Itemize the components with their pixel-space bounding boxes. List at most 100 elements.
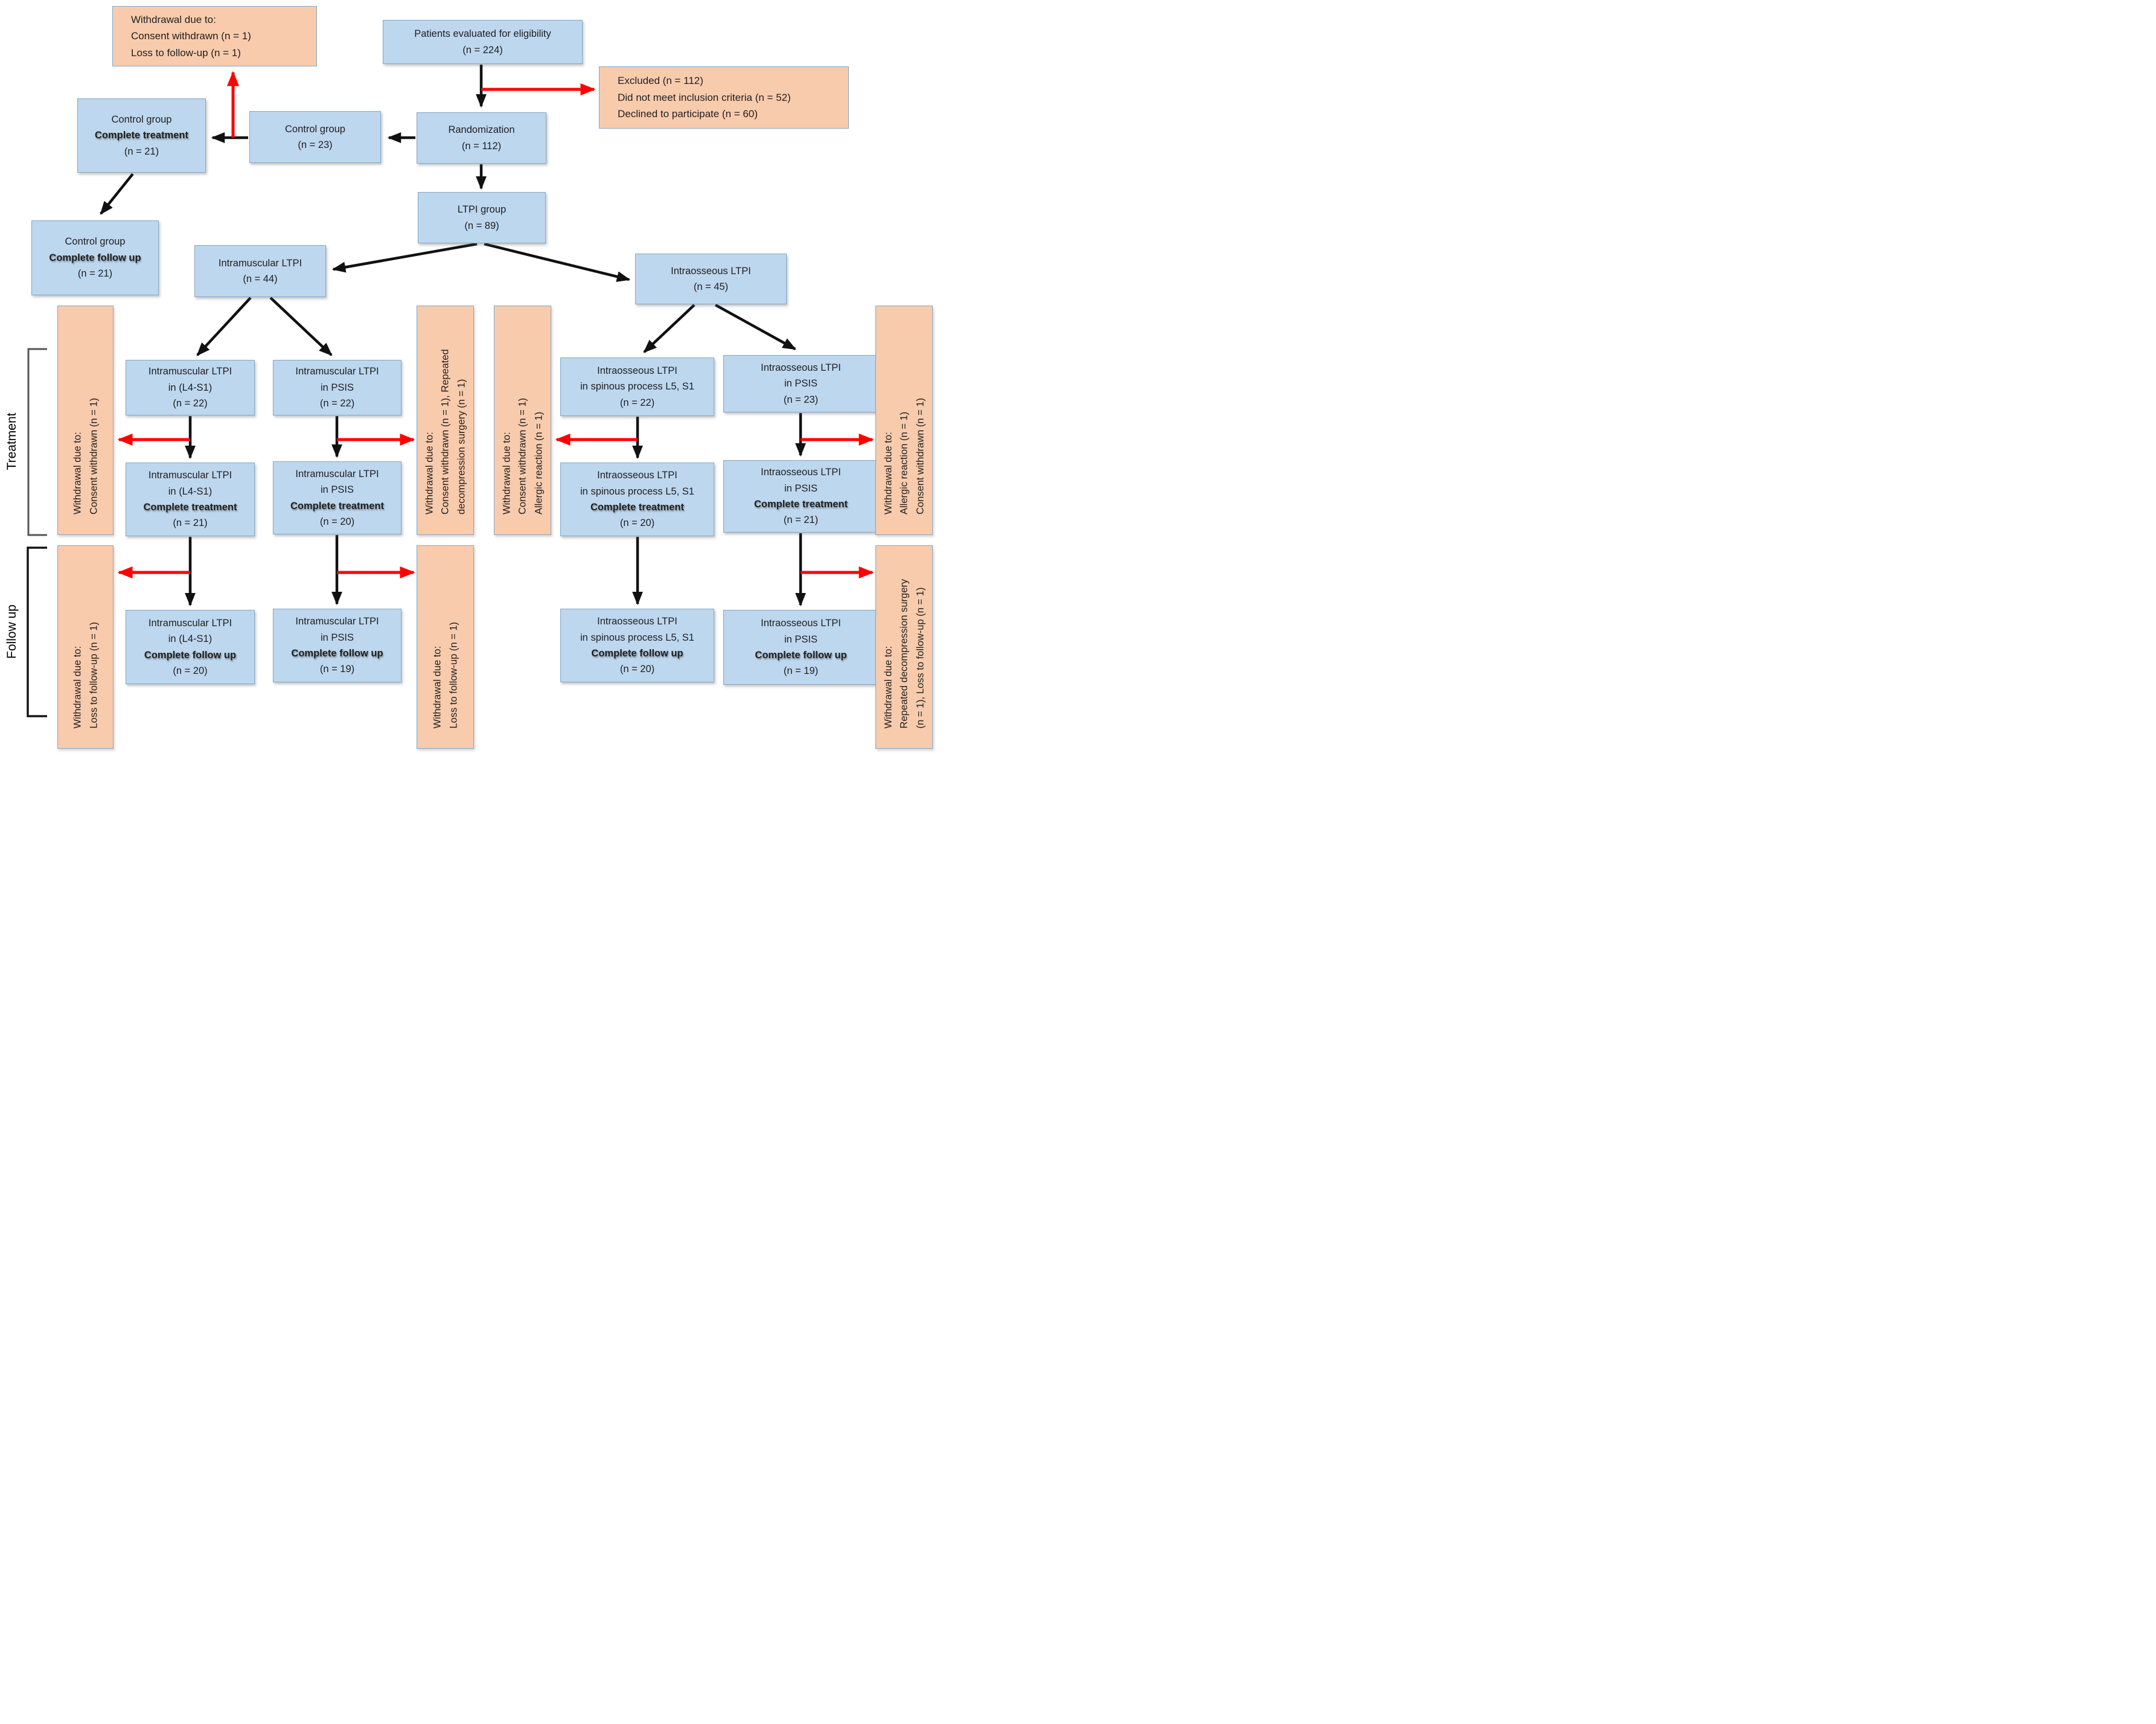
box-line: in spinous process L5, S1 (580, 632, 694, 643)
box-line: Loss to follow-up (n = 1) (131, 46, 241, 59)
box-line: (n = 112) (461, 140, 502, 152)
arrow-ltpi-intramuscular (331, 242, 478, 273)
box-im-psis-treatment: Intramuscular LTPI in PSIS Complete treatm… (273, 461, 401, 534)
box-line: in PSIS (784, 378, 818, 389)
box-line: in PSIS (784, 633, 818, 645)
arrow-intraosseous-spinous (643, 304, 696, 353)
box-line: (n = 21) (124, 146, 159, 157)
box-line: Intraosseous LTPI (597, 616, 677, 627)
box-line: in PSIS (320, 382, 354, 393)
box-ltpi-group: LTPI group (n = 89) (418, 192, 546, 243)
box-line: in (L4-S1) (168, 633, 213, 645)
arrow-intramuscular-l4s1 (196, 296, 252, 356)
box-line: (n = 21) (173, 518, 208, 529)
box-line: Withdrawal due to: (432, 646, 443, 728)
box-line: Intramuscular LTPI (295, 468, 379, 479)
box-line: (n = 20) (619, 664, 655, 675)
note-excluded: Excluded (n = 112) Did not meet inclusion… (599, 66, 849, 129)
box-line: Complete follow up (49, 252, 141, 263)
box-line: in PSIS (320, 632, 354, 643)
consort-flow-diagram: Withdrawal due to: Consent withdrawn (n =… (0, 0, 942, 754)
box-line: (n = 19) (783, 665, 819, 677)
box-line: Consent withdrawn (n = 1), Repeated (440, 349, 451, 514)
note-withdrawal-im-psis-treatment: Withdrawal due to:Consent withdrawn (n =… (417, 306, 474, 535)
box-line: Randomization (448, 124, 515, 136)
box-line: Complete treatment (590, 502, 684, 513)
arrow-intraosseous-psis (714, 304, 796, 350)
box-line: (n = 20) (619, 518, 655, 529)
box-line: decompression surgery (n = 1) (455, 379, 467, 514)
box-line: Intramuscular LTPI (295, 366, 379, 377)
box-line: (n = 19) (319, 664, 355, 675)
box-intramuscular: Intramuscular LTPI(n = 44) (194, 245, 326, 297)
box-line: Intramuscular LTPI (148, 470, 232, 481)
box-line: in spinous process L5, S1 (580, 381, 694, 393)
box-line: in PSIS (320, 484, 354, 496)
box-line: (n = 89) (464, 220, 499, 231)
box-line: Complete treatment (754, 499, 848, 510)
note-withdrawal-im-psis-followup: Withdrawal due to: Loss to follow-up (n =… (417, 545, 474, 749)
box-line: Loss to follow-up (n = 1) (88, 621, 99, 728)
box-line: (n = 21) (783, 514, 819, 526)
box-line: Consent withdrawn (n = 1) (914, 397, 926, 514)
box-line: Control group (285, 123, 345, 135)
box-line: Withdrawal due to: (131, 13, 216, 25)
box-line: Complete follow up (591, 648, 683, 659)
box-line: Patients evaluated for eligibility (414, 28, 551, 40)
box-line: Intramuscular LTPI (295, 616, 379, 627)
box-line: Did not meet inclusion criteria (n = 52) (618, 91, 791, 103)
arrow-ltpi-intraosseous (484, 242, 631, 282)
box-line: Intraosseous LTPI (761, 618, 841, 629)
box-line: in PSIS (784, 482, 818, 494)
box-line: in (L4-S1) (168, 382, 213, 393)
box-line: (n = 23) (298, 139, 333, 150)
box-line: (n = 22) (173, 398, 208, 409)
box-line: Intraosseous LTPI (597, 365, 677, 376)
note-withdrawal-im-l4s1-treatment: Withdrawal due to:Consent withdrawn (n =… (57, 306, 114, 535)
box-line: Complete follow up (755, 650, 847, 661)
box-line: Withdrawal due to: (883, 432, 894, 514)
box-line: Intraosseous LTPI (761, 467, 841, 478)
box-line: Withdrawal due to: (501, 432, 513, 514)
box-line: (n = 20) (319, 516, 355, 527)
box-line: Loss to follow-up (n = 1) (447, 621, 459, 728)
note-withdrawal-io-spinous-treatment: Withdrawal due to:Consent withdrawn (n =… (494, 306, 551, 535)
box-line: Intramuscular LTPI (218, 257, 302, 269)
box-line: Withdrawal due to: (72, 646, 83, 728)
box-line: in spinous process L5, S1 (580, 485, 694, 497)
box-line: Control group (111, 114, 172, 125)
box-io-psis-treatment: Intraosseous LTPI in PSIS Complete treatme… (723, 460, 878, 533)
box-io-spinous-treatment: Intraosseous LTPI in spinous process L5, … (560, 463, 714, 536)
box-line: Control group (65, 236, 126, 248)
box-line: LTPI group (457, 204, 507, 216)
box-line: Excluded (n = 112) (618, 75, 703, 87)
box-line: (n = 1), Loss to follow-up (n = 1) (914, 587, 926, 728)
section-label-treatment: Treatment (5, 412, 19, 470)
box-line: in (L4-S1) (168, 485, 213, 497)
box-line: Intraosseous LTPI (761, 362, 841, 373)
box-line: Complete treatment (143, 502, 237, 513)
arrow-control-followup (100, 173, 134, 215)
box-line: Withdrawal due to: (72, 432, 83, 514)
box-line: (n = 22) (619, 397, 655, 408)
note-withdrawal-control: Withdrawal due to: Consent withdrawn (n =… (112, 6, 317, 66)
box-line: (n = 20) (173, 665, 208, 676)
section-label-followup: Follow up (5, 604, 19, 659)
box-line: Intramuscular LTPI (148, 617, 232, 629)
box-control-group: Control group (n = 23) (249, 111, 381, 163)
box-line: Withdrawal due to: (883, 646, 894, 728)
note-withdrawal-io-psis-treatment: Withdrawal due to:Allergic reaction (n =… (875, 306, 933, 535)
box-line: Consent withdrawn (n = 1) (131, 30, 251, 42)
note-withdrawal-io-psis-followup: Withdrawal due to:Repeated decompression… (875, 545, 933, 749)
box-line: Complete treatment (290, 500, 384, 511)
box-io-psis-followup: Intraosseous LTPI in PSIS Complete follow … (723, 610, 878, 685)
box-eligibility: Patients evaluated for eligibility(n = 2… (383, 20, 583, 64)
arrow-intramuscular-psis (269, 296, 333, 356)
box-line: Intraosseous LTPI (597, 470, 677, 481)
